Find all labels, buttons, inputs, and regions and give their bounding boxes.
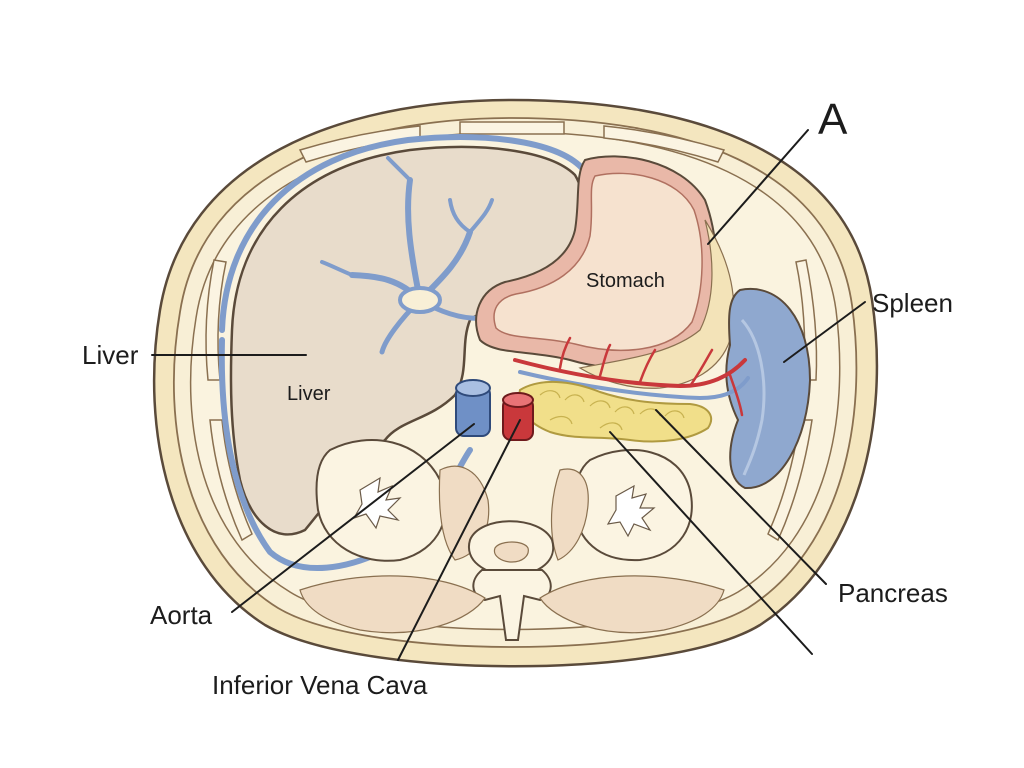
gastric-artery-branches xyxy=(558,336,744,417)
back-muscle-left xyxy=(299,575,486,634)
inferior-vena-cava-vessel xyxy=(455,379,491,437)
kidney-right-pelvis xyxy=(606,484,656,538)
spleen-label: Spleen xyxy=(872,288,953,318)
back-muscle-right xyxy=(539,575,725,634)
spleen-shape xyxy=(725,287,812,490)
leader-figure-letter xyxy=(707,129,809,245)
leader-pancreas xyxy=(655,409,827,585)
leader-ivc xyxy=(397,419,521,661)
pancreas-label: Pancreas xyxy=(838,578,948,608)
leader-spleen xyxy=(783,301,866,363)
aorta-vessel xyxy=(502,392,534,441)
liver-outer-label: Liver xyxy=(82,340,139,370)
stomach-lumen xyxy=(493,172,703,352)
stomach-label: Stomach xyxy=(586,270,665,292)
leader-pancreas-2 xyxy=(609,431,813,655)
leader-lines xyxy=(151,129,866,661)
splenic-artery xyxy=(513,358,747,389)
ivc-label: Inferior Vena Cava xyxy=(212,670,428,700)
aorta-label: Aorta xyxy=(150,600,213,630)
liver-shape xyxy=(229,145,586,536)
spleen-hilum xyxy=(740,318,766,476)
portal-vein-lumen xyxy=(398,286,442,314)
liver-inner-label: Liver xyxy=(287,383,331,405)
vertebral-spinous-process xyxy=(472,569,552,641)
liver-capsule-vessel xyxy=(219,134,585,333)
leader-aorta xyxy=(231,423,475,613)
psoas-muscle-right xyxy=(550,468,589,561)
vertebral-canal xyxy=(493,541,529,563)
figure-letter-label: A xyxy=(818,95,848,144)
